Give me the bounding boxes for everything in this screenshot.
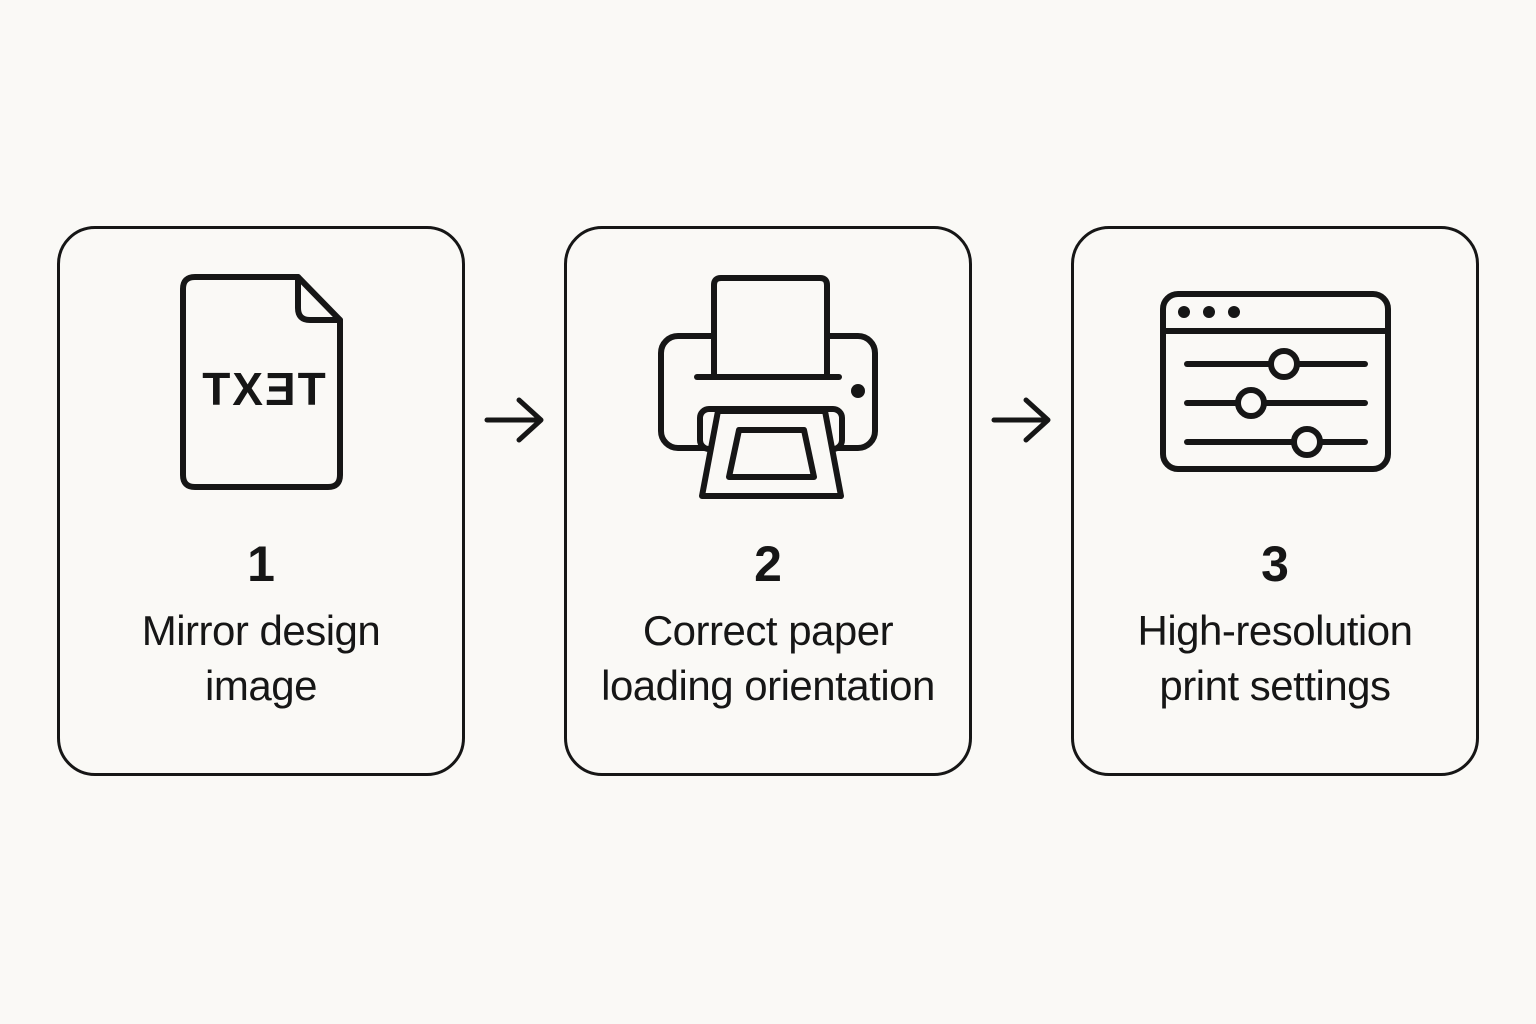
step-card-2: 2 Correct paper loading orientation [564,226,972,776]
printer-icon [658,275,878,499]
step-3-label-line-1: High-resolution [1137,607,1413,654]
step-1-label: Mirror design image [142,603,381,713]
step-2-label-line-1: Correct paper [642,607,894,654]
process-flow-diagram: TEXT 1 Mirror design image [0,226,1536,776]
step-1-label-line-2: image [205,662,317,709]
step-3-number: 3 [1261,536,1289,592]
step-3-label: High-resolution print settings [1138,603,1413,713]
arrow-right-icon [991,397,1050,443]
step-2-label: Correct paper loading orientation [601,603,935,713]
mirrored-text-label: TEXT [200,363,326,415]
step-3-icon-area [1074,229,1476,499]
step-3-label-line-2: print settings [1159,662,1391,709]
step-1-icon-area: TEXT [60,229,462,499]
step-card-1: TEXT 1 Mirror design image [57,226,465,776]
settings-sliders-icon [1159,291,1391,472]
step-2-icon-area [567,229,969,499]
step-1-number: 1 [247,536,275,592]
arrow-right-icon [484,397,543,443]
step-card-3: 3 High-resolution print settings [1071,226,1479,776]
step-1-label-line-1: Mirror design [141,607,381,654]
step-2-label-line-2: loading orientation [601,662,935,709]
step-2-number: 2 [754,536,782,592]
mirrored-text-document-icon: TEXT [179,274,343,490]
